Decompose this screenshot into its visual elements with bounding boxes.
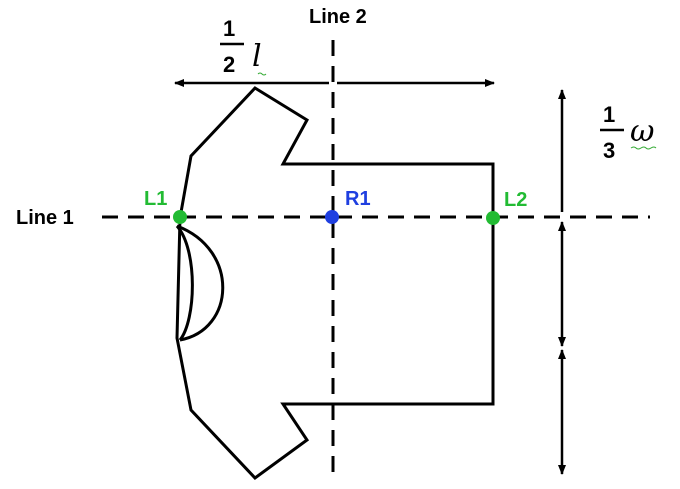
third-width-denominator: 3 <box>603 138 615 163</box>
width-symbol: ω <box>630 114 654 149</box>
r1-label: R1 <box>345 188 371 210</box>
point-l2 <box>486 211 500 225</box>
half-length-annotation: 1 2 l <box>220 16 267 77</box>
length-symbol: l <box>252 39 262 74</box>
half-length-denominator: 2 <box>223 52 235 77</box>
body-outline <box>175 86 495 480</box>
length-squiggle <box>257 72 267 76</box>
point-l1 <box>173 210 187 224</box>
third-width-numerator: 1 <box>603 102 615 127</box>
half-length-numerator: 1 <box>223 16 235 41</box>
neck-curve <box>176 224 225 342</box>
l2-label: L2 <box>504 189 527 211</box>
line1-label: Line 1 <box>16 207 74 229</box>
width-squiggle <box>630 146 657 150</box>
l1-label: L1 <box>144 188 167 210</box>
neck-inner-curve <box>175 225 194 341</box>
line2-label: Line 2 <box>309 6 367 28</box>
third-width-annotation: 1 3 ω <box>600 102 657 163</box>
point-r1 <box>325 210 339 224</box>
garment-outline <box>175 86 495 480</box>
